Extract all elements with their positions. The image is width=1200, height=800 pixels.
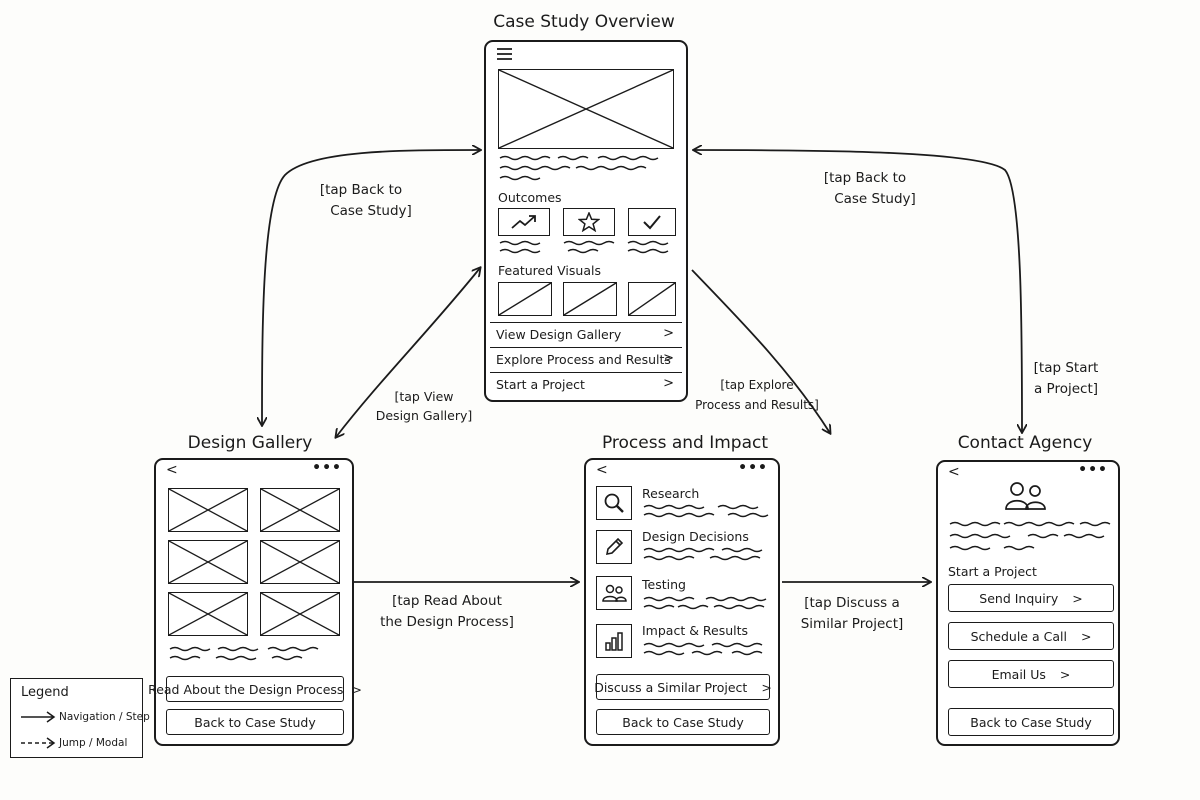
gallery-image-3[interactable]	[168, 540, 248, 584]
star-icon	[563, 208, 615, 236]
outcomes-label: Outcomes	[498, 190, 562, 205]
outcome-captions	[498, 240, 678, 256]
back-to-case-study-button[interactable]: Back to Case Study	[166, 709, 344, 735]
gallery-image-2[interactable]	[260, 488, 340, 532]
legend-item-navigation: Navigation / Step	[59, 711, 150, 723]
chevron-right-icon: >	[663, 376, 674, 391]
more-options-icon[interactable]: •••	[1078, 462, 1108, 478]
back-chevron-icon[interactable]: <	[596, 462, 608, 478]
impact-text-lines	[642, 642, 772, 658]
back-chevron-icon[interactable]: <	[948, 464, 960, 480]
chevron-right-icon: >	[1059, 666, 1071, 682]
magnifier-icon	[596, 486, 632, 520]
dashed-arrow-icon	[21, 737, 56, 749]
gallery-screen: < ••• Read About the Design Process> Bac…	[148, 458, 362, 746]
annotation-view-gallery: [tap View Design Gallery]	[375, 389, 473, 423]
chevron-right-icon: >	[663, 326, 674, 341]
contact-text-lines	[948, 520, 1118, 552]
legend: Legend Navigation / Step Jump / Modal	[10, 678, 150, 758]
schedule-call-button[interactable]: Schedule a Call>	[948, 622, 1114, 650]
process-screen: < ••• Research Design Decisions Testing …	[584, 458, 780, 746]
gallery-image-6[interactable]	[260, 592, 340, 636]
menu-explore-process[interactable]: Explore Process and Results>	[490, 347, 682, 372]
pencil-icon	[596, 530, 632, 564]
email-us-button[interactable]: Email Us>	[948, 660, 1114, 688]
chevron-right-icon: >	[1080, 628, 1092, 644]
featured-visual-1[interactable]	[498, 282, 552, 316]
gallery-image-1[interactable]	[168, 488, 248, 532]
section-testing: Testing	[642, 577, 686, 592]
users-icon	[596, 576, 632, 610]
annotation-discuss: [tap Discuss a Similar Project]	[800, 595, 904, 632]
featured-visual-2[interactable]	[563, 282, 617, 316]
legend-item-jump: Jump / Modal	[59, 737, 128, 749]
discuss-similar-project-button[interactable]: Discuss a Similar Project>	[594, 674, 772, 700]
annotation-start-project: [tap Start a Project]	[1033, 360, 1099, 397]
section-research: Research	[642, 486, 700, 501]
featured-visuals-label: Featured Visuals	[498, 263, 601, 278]
menu-start-project[interactable]: Start a Project>	[490, 372, 682, 397]
decisions-text-lines	[642, 547, 772, 563]
back-chevron-icon[interactable]: <	[166, 462, 178, 478]
start-project-label: Start a Project	[948, 564, 1037, 579]
bar-chart-icon	[596, 624, 632, 658]
contact-title: Contact Agency	[957, 433, 1093, 453]
annotation-back-left: [tap Back to Case Study]	[319, 182, 412, 219]
menu-view-design-gallery[interactable]: View Design Gallery>	[490, 322, 682, 347]
hamburger-menu-icon[interactable]	[496, 46, 514, 66]
legend-title: Legend	[21, 685, 69, 700]
overview-title: Case Study Overview	[493, 12, 675, 32]
more-options-icon[interactable]: •••	[312, 460, 342, 476]
chevron-right-icon: >	[663, 351, 674, 366]
chevron-right-icon: >	[1072, 590, 1083, 606]
back-to-case-study-button[interactable]: Back to Case Study	[596, 709, 770, 735]
annotation-read-about: [tap Read About the Design Process]	[380, 593, 514, 630]
gallery-image-4[interactable]	[260, 540, 340, 584]
send-inquiry-button[interactable]: Send Inquiry>	[948, 584, 1114, 612]
featured-visual-3[interactable]	[628, 282, 676, 316]
overview-screen: Outcomes Featured Visuals View Design Ga…	[484, 40, 688, 402]
trending-up-icon	[498, 208, 550, 236]
contact-screen: < ••• Start a Project Send Inquiry> Sche…	[936, 460, 1120, 746]
solid-arrow-icon	[21, 711, 56, 723]
chevron-right-icon: >	[761, 679, 772, 695]
annotation-explore: [tap Explore Process and Results]	[695, 378, 819, 412]
back-to-case-study-button[interactable]: Back to Case Study	[948, 708, 1114, 736]
research-text-lines	[642, 504, 772, 520]
gallery-image-5[interactable]	[168, 592, 248, 636]
section-design-decisions: Design Decisions	[642, 529, 749, 544]
hero-image-placeholder	[498, 69, 674, 149]
annotation-back-right: [tap Back to Case Study]	[823, 170, 916, 207]
gallery-title: Design Gallery	[187, 433, 313, 453]
check-icon	[628, 208, 676, 236]
process-title: Process and Impact	[601, 433, 769, 453]
read-about-process-button[interactable]: Read About the Design Process>	[148, 676, 362, 702]
team-icon	[1002, 480, 1050, 512]
more-options-icon[interactable]: •••	[738, 460, 768, 476]
overview-text-lines	[498, 154, 678, 184]
chevron-right-icon: >	[351, 681, 362, 697]
testing-text-lines	[642, 596, 772, 612]
section-impact-results: Impact & Results	[642, 623, 749, 638]
gallery-text-lines	[168, 646, 348, 664]
